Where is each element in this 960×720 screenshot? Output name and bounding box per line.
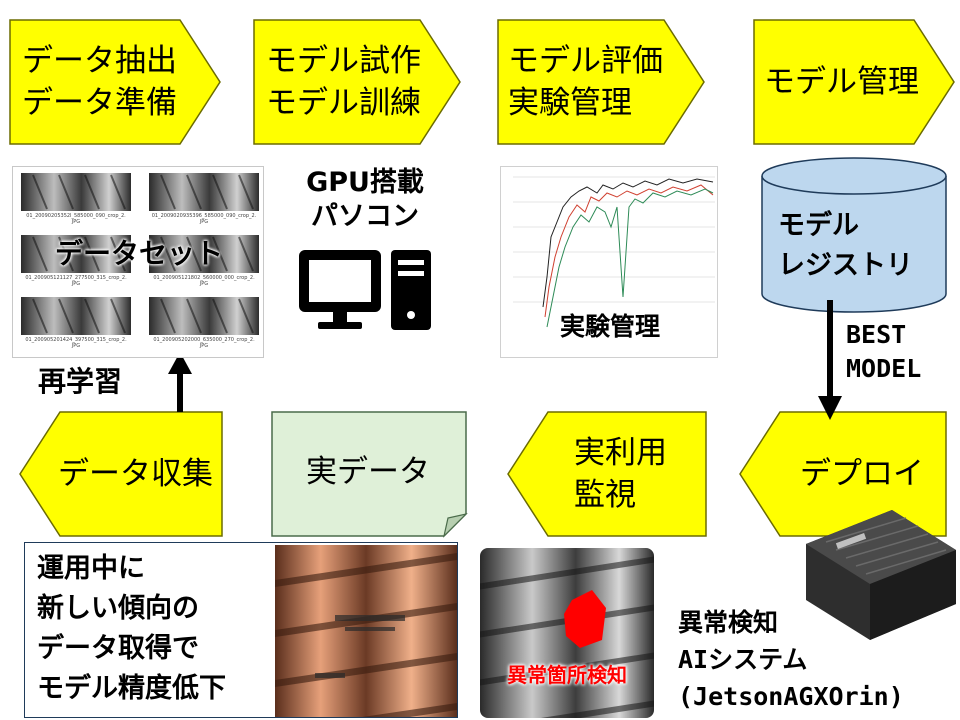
ai-system-label: 異常検知 AIシステム (JetsonAGXOrin) xyxy=(678,608,904,711)
best-model-arrow xyxy=(818,300,842,420)
experiment-chart-panel: 実験管理 xyxy=(500,166,718,358)
computer-icon xyxy=(299,250,431,330)
real-data-label: 実データ xyxy=(306,454,430,490)
thumb-caption-3: 01_200905121127_277500_315_crop_2.JPG xyxy=(25,275,127,287)
best-model-label: BEST MODEL xyxy=(846,320,922,383)
step-model-prototype: モデル試作 モデル訓練 xyxy=(266,43,421,121)
step-production-monitoring: 実利用 監視 xyxy=(574,435,667,513)
step-deploy: デプロイ xyxy=(800,456,924,492)
dataset-label: データセット xyxy=(54,237,223,270)
dataset-thumbnails xyxy=(21,173,259,335)
step-model-management: モデル管理 xyxy=(764,64,919,100)
jetson-device-image xyxy=(806,510,956,640)
copper-screw-image xyxy=(275,545,457,717)
anomaly-region-label: 異常箇所検知 xyxy=(507,663,627,687)
dataset-panel: 01_20090205352l_585000_090_crop_2.JPG 01… xyxy=(12,166,264,358)
thumb-caption-1: 01_20090205352l_585000_090_crop_2.JPG xyxy=(26,213,126,225)
anomaly-region-marker xyxy=(564,590,606,648)
degradation-note-text: 運用中に 新しい傾向の データ取得で モデル精度低下 xyxy=(37,553,226,704)
step-shape-data-extraction xyxy=(9,19,221,145)
step-shape-model-evaluation xyxy=(497,19,705,145)
experiment-chart-lines xyxy=(513,176,715,328)
step-data-extraction: データ抽出 データ準備 xyxy=(22,43,177,121)
thumb-caption-2: 01_2009020935396_585000_090_crop_2.JPG xyxy=(151,213,257,225)
gpu-pc-label: GPU搭載 パソコン xyxy=(306,167,424,232)
gray-screw-image xyxy=(480,548,654,718)
step-shape-data-collection xyxy=(19,411,223,537)
degradation-panel: 運用中に 新しい傾向の データ取得で モデル精度低下 xyxy=(24,542,458,718)
model-registry-cylinder xyxy=(761,157,947,313)
thumb-caption-5: 01_200905201424_397500_315_crop_2.JPG xyxy=(25,337,127,349)
thumb-caption-6: 01_200905202000_635000_270_crop_2.JPG xyxy=(153,337,255,349)
step-shape-model-management xyxy=(753,19,955,145)
anomaly-image-panel: 異常箇所検知 xyxy=(480,548,654,718)
retrain-arrow xyxy=(168,352,192,412)
step-shape-model-prototype xyxy=(253,19,461,145)
retrain-label: 再学習 xyxy=(38,365,123,398)
experiment-chart-label: 実験管理 xyxy=(559,312,660,341)
step-model-evaluation: モデル評価 実験管理 xyxy=(508,43,663,121)
thumb-caption-4: 01_200905121802_560000_000_crop_2.JPG xyxy=(153,275,255,287)
step-shape-production-monitoring xyxy=(507,411,707,537)
model-registry-label: モデル レジストリ xyxy=(778,210,913,281)
step-data-collection: データ収集 xyxy=(58,456,213,492)
